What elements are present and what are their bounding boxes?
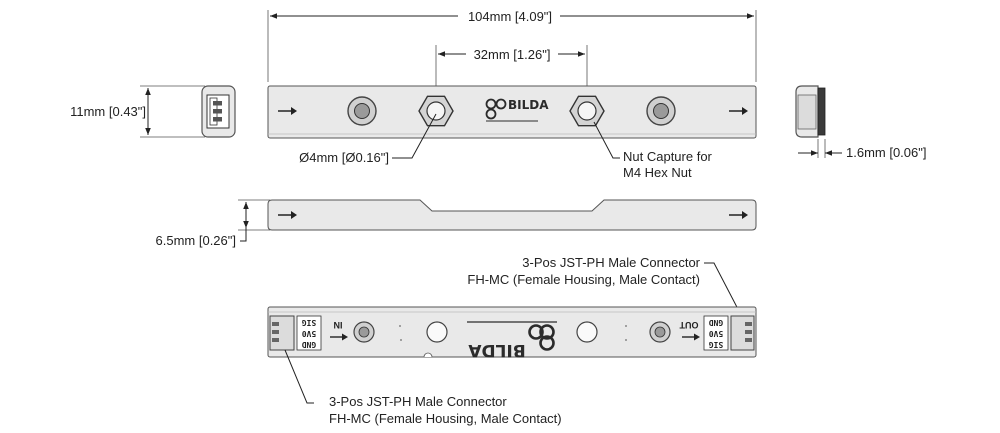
led-dome-icon: [649, 321, 671, 343]
bottom-view: 3-Pos JST-PH Male Connector FH-MC (Femal…: [267, 255, 757, 426]
connector-bottom-label-line1: 3-Pos JST-PH Male Connector: [329, 394, 507, 409]
jst-connector-left-icon: [269, 315, 295, 351]
direction-arrow-icon: [278, 211, 297, 219]
direction-arrow-icon: [729, 107, 748, 115]
mounting-hole: [576, 321, 598, 343]
in-label: IN: [334, 320, 343, 330]
direction-arrow-icon: [682, 333, 700, 341]
nut-capture-label-line1: Nut Capture for: [623, 149, 713, 164]
hex-nut-icon: [418, 95, 454, 127]
pin-label-left-gnd: GND: [302, 340, 317, 349]
overall-length-label: 104mm [4.09"]: [468, 9, 552, 24]
connector-top-leader: [704, 262, 741, 314]
connector-top-label-line2: FH-MC (Female Housing, Male Contact): [467, 272, 700, 287]
nut-capture-label-line2: M4 Hex Nut: [623, 165, 692, 180]
thickness-label: 6.5mm [0.26"]: [156, 233, 236, 248]
led-dome-icon: [646, 96, 676, 126]
height-label: 11mm [0.43"]: [70, 104, 146, 119]
gobilda-logo-mirrored: BILDA: [467, 321, 557, 360]
top-view: 104mm [4.09"] 32mm [1.26"]: [267, 7, 757, 180]
hex-nut-icon: [569, 95, 605, 127]
lip-thickness-label: 1.6mm [0.06"]: [846, 145, 926, 160]
pin-label-left-5v0: 5V0: [302, 329, 317, 338]
bar-body-top: [267, 85, 757, 139]
gobilda-logo: BILDA: [485, 98, 549, 122]
jst-connector-end-icon: [206, 94, 230, 129]
connector-bottom-leader: [284, 349, 314, 404]
led-dome-icon: [347, 96, 377, 126]
direction-arrow-icon: [278, 107, 297, 115]
left-end-view: 11mm [0.43"]: [70, 85, 236, 138]
hole-diameter-leader: [392, 113, 437, 159]
bar-body-side: [267, 199, 757, 231]
logo-text: BILDA: [508, 98, 549, 112]
led-dome-icon: [353, 321, 375, 343]
connector-bottom-label-line2: FH-MC (Female Housing, Male Contact): [329, 411, 562, 426]
hole-spacing-label: 32mm [1.26"]: [474, 47, 551, 62]
out-label: OUT: [679, 320, 699, 330]
direction-arrow-icon: [330, 333, 348, 341]
pin-label-right-gnd: GND: [709, 318, 724, 327]
pin-label-left-sig: SIG: [302, 318, 317, 327]
right-end-view: 1.6mm [0.06"]: [795, 85, 926, 160]
jst-connector-right-icon: [730, 315, 755, 351]
logo-text-mirrored: BILDA: [467, 340, 525, 360]
pin-label-right-sig: SIG: [709, 340, 724, 349]
direction-arrow-icon: [729, 211, 748, 219]
bar-body-bottom: [267, 306, 757, 358]
pin-label-right-5v0: 5V0: [709, 329, 724, 338]
mounting-hole: [426, 321, 448, 343]
side-view: 6.5mm [0.26"]: [156, 199, 757, 248]
nut-capture-leader: [593, 121, 620, 159]
connector-top-label-line1: 3-Pos JST-PH Male Connector: [522, 255, 700, 270]
hole-diameter-label: Ø4mm [Ø0.16"]: [299, 150, 389, 165]
